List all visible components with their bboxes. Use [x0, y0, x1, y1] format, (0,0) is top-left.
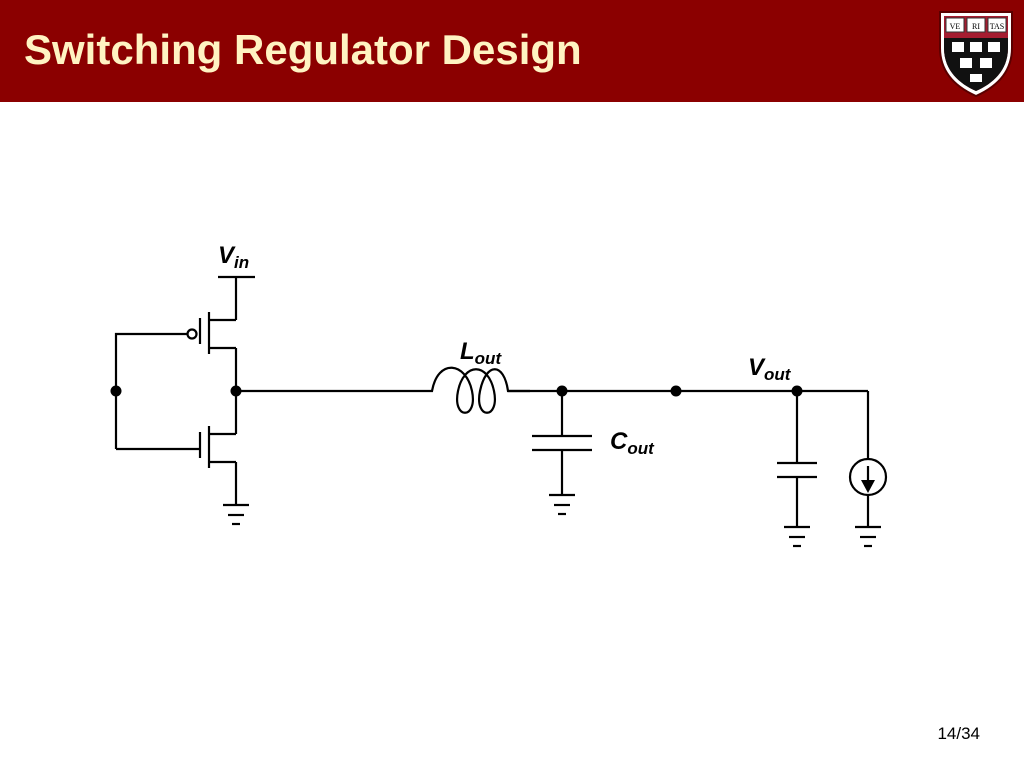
page-number: 14/34	[937, 724, 980, 743]
svg-text:VE: VE	[950, 22, 961, 31]
slide-title: Switching Regulator Design	[24, 26, 582, 73]
circuit-diagram: Vin Lout Cout Vout	[110, 242, 888, 548]
capacitor-cout	[532, 391, 592, 495]
ground-icon	[223, 503, 249, 526]
current-source-load	[848, 391, 888, 527]
nmos-transistor	[116, 426, 236, 468]
harvard-shield-icon: VE RI TAS	[939, 11, 1013, 98]
lout-label: Lout	[460, 338, 502, 368]
ground-icon	[784, 525, 810, 548]
junction-dot	[556, 385, 568, 397]
junction-dot	[110, 385, 122, 397]
gate-wire	[114, 332, 188, 449]
svg-text:RI: RI	[972, 22, 980, 31]
capacitor-load	[777, 391, 817, 527]
junction-dot	[670, 385, 682, 397]
pmos-transistor	[186, 312, 236, 354]
cout-label: Cout	[610, 428, 655, 458]
junction-dot	[791, 385, 803, 397]
inductor-lout	[405, 366, 530, 414]
junction-dot	[230, 385, 242, 397]
svg-text:TAS: TAS	[990, 22, 1004, 31]
current-source-arrow-icon	[861, 480, 875, 493]
vout-label: Vout	[748, 354, 792, 384]
slide-header: Switching Regulator Design VE RI TAS	[0, 0, 1024, 102]
ground-icon	[855, 525, 881, 548]
vin-label: Vin	[218, 242, 249, 272]
ground-icon	[549, 493, 575, 516]
